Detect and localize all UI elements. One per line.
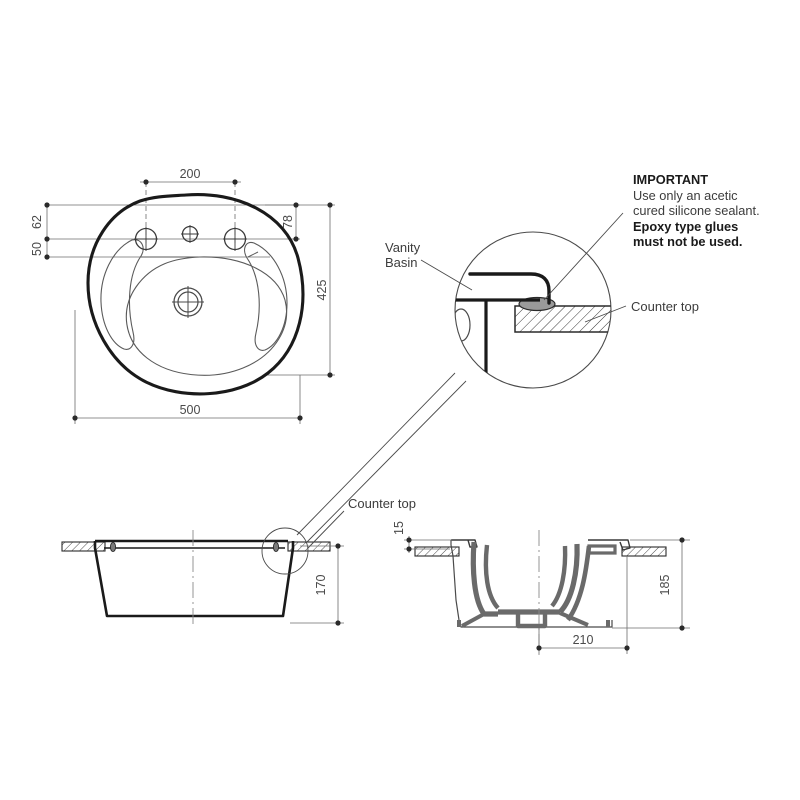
dim-bowl-depth-185: 185 (658, 575, 672, 596)
elevation-dim-terminators (335, 543, 341, 626)
tap-hole-center (181, 225, 199, 243)
detail-leader-b (305, 380, 467, 544)
section-web-left (461, 612, 485, 628)
dim-overall-depth-425: 425 (315, 280, 329, 301)
overflow-marker-right (272, 541, 280, 553)
note-line-4: must not be used. (633, 234, 743, 249)
note-heading: IMPORTANT (633, 172, 708, 187)
section-outer-wall (450, 540, 613, 628)
label-vanity-line2: Basin (385, 255, 418, 270)
section-bowl-inner-left (483, 544, 500, 610)
dim-tap-spacing-200: 200 (180, 167, 201, 181)
plan-dimension-lines (46, 181, 335, 424)
dim-overall-width-500: 500 (180, 403, 201, 417)
dim-overall-height-170: 170 (314, 575, 328, 596)
detail-leader-a (296, 372, 456, 536)
detail-callout-view: Vanity Basin Counter top (385, 212, 699, 389)
note-line-2: cured silicone sealant. (633, 203, 760, 218)
section-overflow-box (587, 544, 617, 555)
basin-rim-profile (468, 272, 551, 305)
dim-bowl-width-210: 210 (573, 633, 594, 647)
plan-dimension-terminators (44, 179, 333, 421)
important-note-block: IMPORTANT Use only an acetic cured silic… (633, 172, 760, 249)
section-counter-slab-right (621, 546, 667, 557)
leader-counter-top-detail (584, 305, 627, 323)
section-dim210-terminators (536, 645, 630, 651)
note-line-1: Use only an acetic (633, 188, 738, 203)
tap-deck-shelf-lines (141, 251, 259, 258)
side-elevation-view: Counter top 170 (61, 372, 467, 628)
section-dim15-terminators (406, 537, 412, 552)
overflow-channel-right (244, 241, 288, 351)
section-rim-left (451, 539, 478, 548)
section-bowl-wall-right (558, 543, 580, 614)
elevation-basin-body (93, 541, 295, 618)
leader-sealant-to-note (543, 212, 624, 301)
section-counter-slab-left (414, 546, 460, 557)
section-view: 15 185 210 (392, 521, 690, 655)
leader-counter-top-elevation (307, 510, 345, 549)
waste-outlet (172, 286, 204, 318)
dim-rim-offset-62: 62 (30, 215, 44, 229)
section-web-right (559, 611, 589, 627)
dim-rim-to-tap-78: 78 (281, 215, 295, 229)
tap-hole-right (223, 227, 247, 251)
dim-rim-offset-50: 50 (30, 242, 44, 256)
basin-bowl-outline (125, 256, 287, 376)
plan-view: 200 500 425 78 62 50 (30, 167, 335, 424)
tap-hole-left (134, 227, 158, 251)
section-rim-right (588, 539, 631, 551)
small-detail-circle (261, 527, 309, 575)
dim-rim-thickness-15: 15 (392, 521, 406, 535)
leader-vanity-basin (420, 259, 473, 291)
counter-top-slab-detail (514, 305, 611, 333)
section-bowl-inner-right (550, 545, 568, 608)
label-counter-top-detail: Counter top (631, 299, 699, 314)
label-vanity-line1: Vanity (385, 240, 421, 255)
overflow-channel-left (100, 239, 144, 350)
basin-outer-rim (86, 192, 305, 396)
overflow-marker-left (109, 541, 117, 553)
label-counter-top-elevation: Counter top (348, 496, 416, 511)
section-support-foot (515, 612, 548, 629)
counter-slab-left (61, 541, 106, 552)
section-dim185-terminators (679, 537, 685, 631)
note-line-3: Epoxy type glues (633, 219, 738, 234)
